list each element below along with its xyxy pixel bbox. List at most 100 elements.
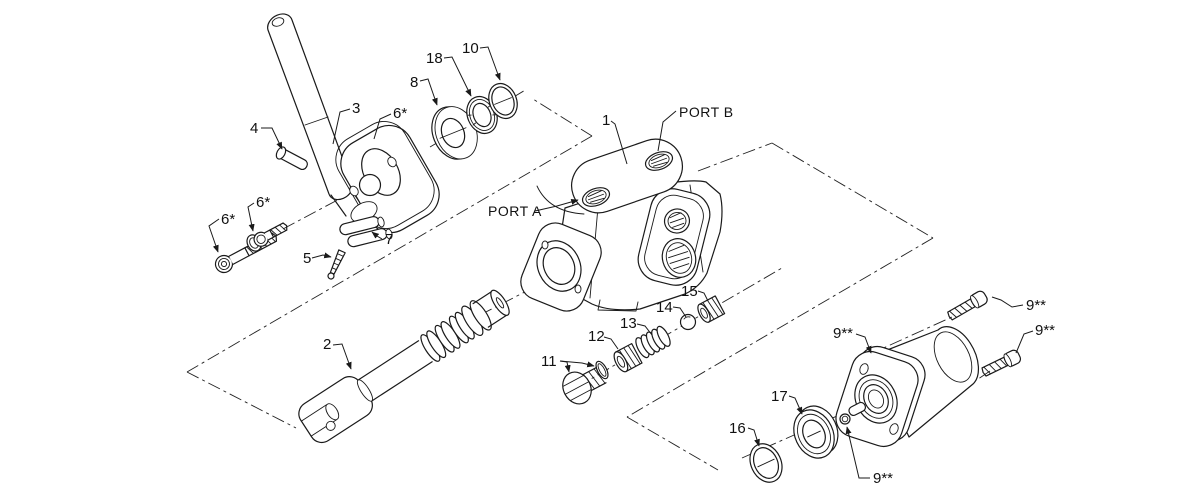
callout-label-14: 14 xyxy=(656,299,673,316)
callout-7: 7 xyxy=(371,231,393,248)
callout-label-16: 16 xyxy=(729,420,746,437)
callout-1: 1 xyxy=(602,112,628,165)
callout-leader-line xyxy=(332,108,351,145)
callout-11: 11 xyxy=(541,353,595,373)
callout-label-13: 13 xyxy=(620,315,637,332)
spool xyxy=(298,289,510,444)
port-b-opening xyxy=(644,151,674,171)
cap-screw-9-low xyxy=(981,349,1022,377)
callout-13: 13 xyxy=(620,315,653,336)
callout-leader-line xyxy=(443,56,472,97)
callout-6-top: 6* xyxy=(373,105,407,140)
callout-label-port-a: PORT A xyxy=(488,203,542,219)
side-port-lower xyxy=(661,238,697,278)
cap-bearing-rings xyxy=(854,374,898,424)
callout-leader-line xyxy=(371,231,383,240)
callout-5: 5 xyxy=(303,250,332,267)
handle-ball-end xyxy=(358,173,382,197)
callout-9-topscrew: 9** xyxy=(991,296,1046,314)
callout-label-11: 11 xyxy=(541,353,557,370)
seal-18 xyxy=(466,95,498,135)
callout-leader-line xyxy=(311,252,332,259)
callout-17: 17 xyxy=(771,388,803,415)
port-a-opening xyxy=(581,187,611,207)
callout-6-left: 6* xyxy=(208,211,235,253)
callout-label-7: 7 xyxy=(385,231,393,248)
callout-label-port-b: PORT B xyxy=(679,104,734,120)
relief-plug-11 xyxy=(562,366,607,405)
callout-label-5: 5 xyxy=(303,250,311,267)
washer-8 xyxy=(431,106,478,160)
callout-label-9-flange: 9** xyxy=(833,325,853,342)
callout-9-oring: 9** xyxy=(845,426,893,487)
callout-3: 3 xyxy=(332,100,360,145)
callout-label-4: 4 xyxy=(250,120,258,137)
callout-leader-line xyxy=(247,202,255,232)
callout-leader-line xyxy=(672,306,687,318)
callout-14: 14 xyxy=(656,299,687,318)
callout-leader-line xyxy=(208,218,220,253)
callout-label-10: 10 xyxy=(462,40,479,57)
callout-6-mid: 6* xyxy=(247,194,270,232)
callout-8: 8 xyxy=(410,74,438,106)
ball-14 xyxy=(679,313,697,331)
callout-port-a: PORT A xyxy=(488,198,579,219)
callout-2: 2 xyxy=(323,336,352,370)
callout-leader-line xyxy=(559,360,571,373)
link-pin xyxy=(327,249,346,280)
callout-18: 18 xyxy=(426,50,472,97)
callout-9-lowscrew: 9** xyxy=(1015,322,1055,354)
callout-label-6-top: 6* xyxy=(393,105,407,122)
callout-leader-line xyxy=(534,198,579,212)
plug-15 xyxy=(697,295,726,323)
callout-label-17: 17 xyxy=(771,388,788,405)
callout-leader-line xyxy=(636,323,653,336)
callout-leader-line xyxy=(419,78,438,106)
callout-label-18: 18 xyxy=(426,50,443,67)
callout-label-3: 3 xyxy=(352,100,360,117)
callout-label-12: 12 xyxy=(588,328,605,345)
callout-label-9-lowscrew: 9** xyxy=(1035,322,1055,339)
callout-leader-line xyxy=(991,296,1024,308)
lock-washer-and-screw xyxy=(246,222,288,252)
callout-label-6-mid: 6* xyxy=(256,194,270,211)
callout-leader-line xyxy=(855,333,872,354)
callout-15: 15 xyxy=(681,283,709,302)
oring-10 xyxy=(488,82,518,120)
oring-11 xyxy=(595,360,609,380)
callout-leader-line xyxy=(559,360,595,368)
callout-port-b: PORT B xyxy=(657,104,734,152)
cap-shaft-stub xyxy=(848,401,867,417)
outlet-bore xyxy=(536,240,582,292)
callout-leader-line xyxy=(1015,330,1034,354)
callout-leader-line xyxy=(747,427,760,447)
callout-10: 10 xyxy=(462,40,501,81)
callout-label-15: 15 xyxy=(681,283,698,300)
oring-16 xyxy=(749,443,783,483)
callout-leader-line xyxy=(788,395,803,415)
handle-bracket-cover xyxy=(335,121,440,234)
callout-leader-line xyxy=(373,113,392,140)
callout-leader-line xyxy=(332,343,352,370)
callout-label-8: 8 xyxy=(410,74,418,91)
end-cap-assembly xyxy=(835,326,980,448)
handle xyxy=(267,13,362,217)
callout-label-6-left: 6* xyxy=(221,211,235,228)
callout-label-2: 2 xyxy=(323,336,331,353)
valve-body xyxy=(520,138,723,312)
callout-leader-line xyxy=(603,336,619,350)
callout-9-flange: 9** xyxy=(833,325,872,354)
spring-13 xyxy=(635,325,671,359)
clevis-link xyxy=(339,216,393,248)
oring-9 xyxy=(839,413,851,425)
callout-label-1: 1 xyxy=(602,112,610,129)
callout-leader-line xyxy=(697,290,709,302)
handle-pivot-pin xyxy=(275,146,308,171)
callout-leader-line xyxy=(479,46,501,81)
retainer-17 xyxy=(793,405,839,459)
cap-screw-9-top xyxy=(947,290,988,321)
seat-12 xyxy=(613,342,643,373)
callout-4: 4 xyxy=(250,120,283,150)
